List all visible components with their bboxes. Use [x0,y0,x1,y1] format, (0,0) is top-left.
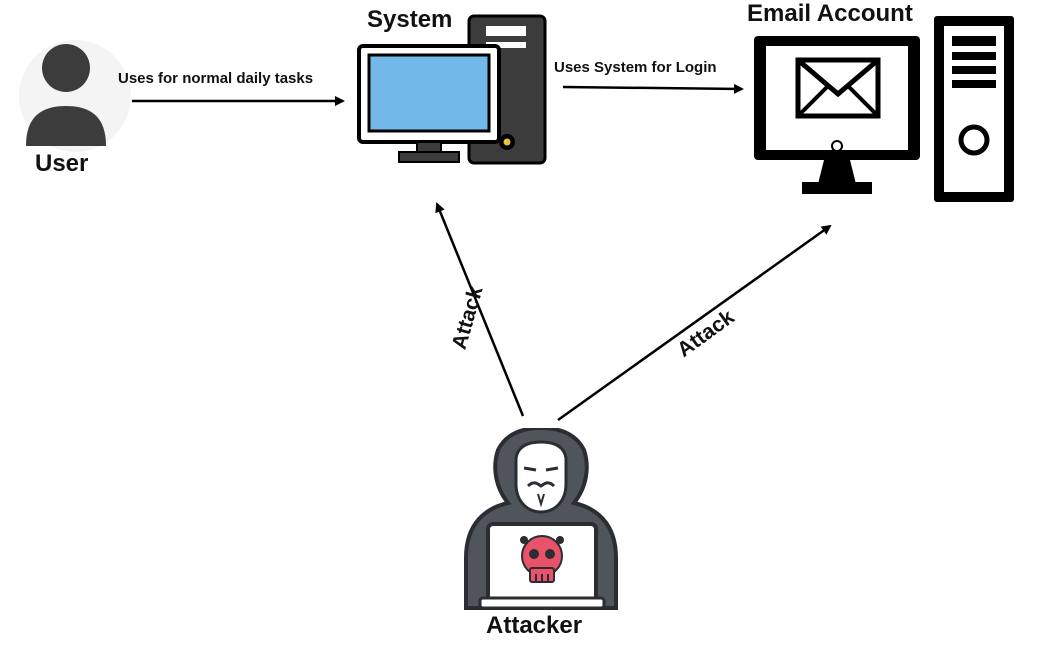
user-icon [19,40,131,152]
desktop-computer-icon [357,14,547,165]
edge-attacker-to-email [557,224,832,422]
email-server-icon [754,16,1014,202]
node-label-system: System [367,6,453,33]
edge-label-system-to-email: Uses System for Login [554,59,717,76]
hacker-laptop-icon [464,428,618,610]
edge-system-to-email [562,83,744,94]
node-label-user: User [35,150,89,177]
node-label-email-account: Email Account [747,0,913,27]
edge-label-user-to-system: Uses for normal daily tasks [118,70,314,87]
node-label-attacker: Attacker [486,612,583,639]
edge-attacker-to-system [435,202,525,417]
